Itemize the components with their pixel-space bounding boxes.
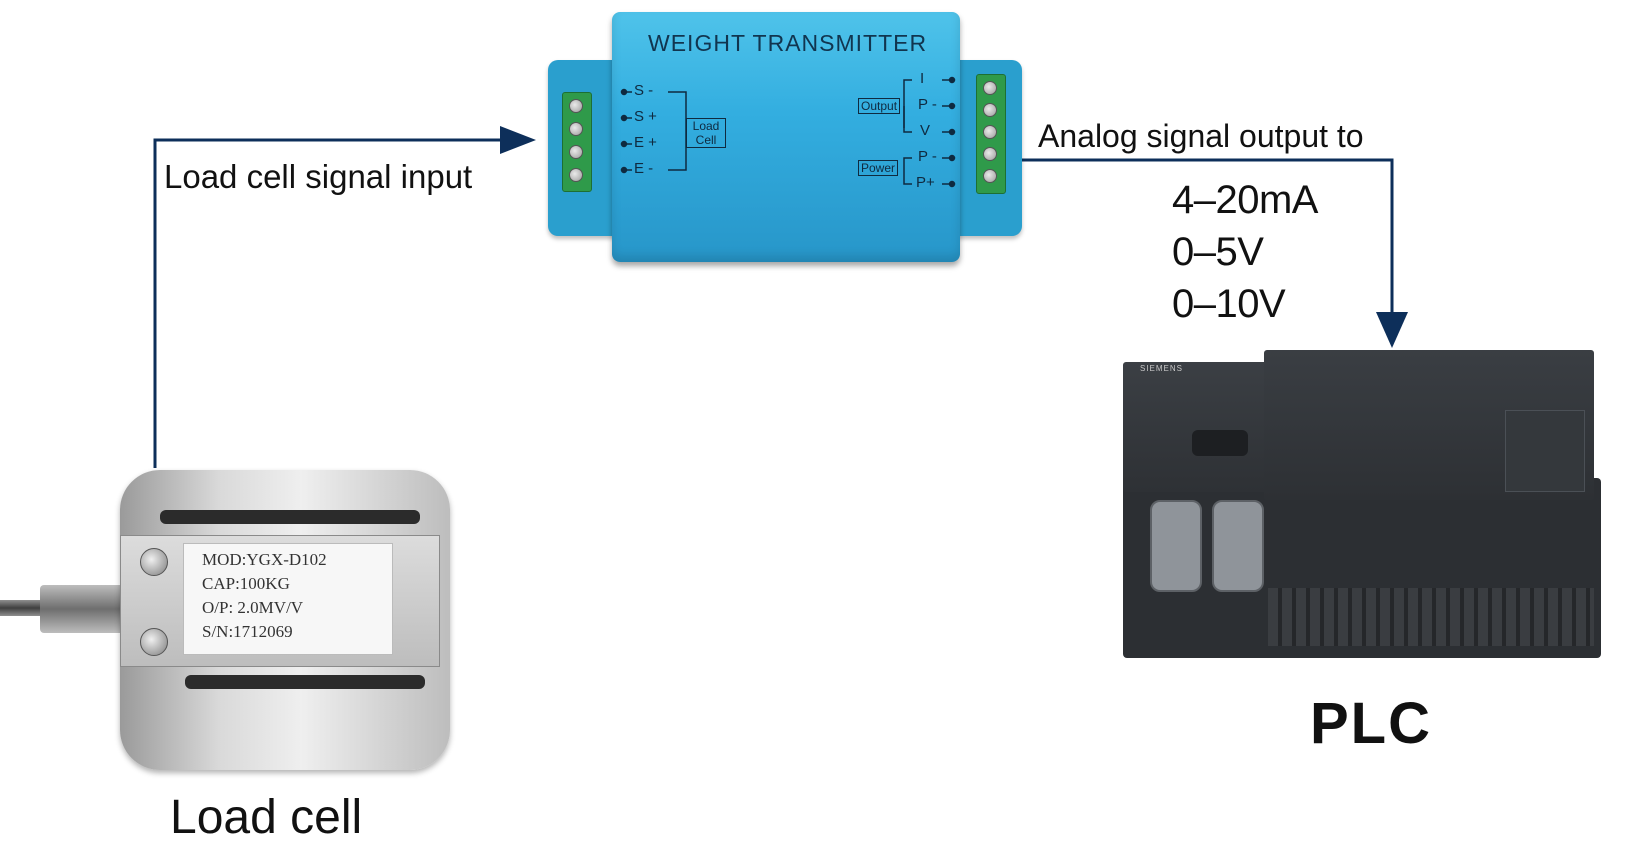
cable-gland [40, 585, 125, 633]
pin-e-plus: E + [634, 134, 657, 151]
plc-cpu-module [1123, 362, 1283, 492]
plc-brand-label: SIEMENS [1140, 364, 1184, 373]
spec-capacity: CAP:100KG [202, 574, 290, 593]
spec-serial: S/N:1712069 [202, 622, 293, 641]
input-pin-leads [620, 88, 687, 174]
load-cell-top-slot [160, 510, 420, 524]
bolt-bottom [140, 628, 168, 656]
output-group-label: Output [858, 98, 901, 114]
load-cell-spec-label: MOD:YGX-D102 CAP:100KG O/P: 2.0MV/V S/N:… [183, 543, 393, 655]
pin-e-minus: E - [634, 160, 654, 177]
pin-p-plus: P+ [916, 174, 935, 191]
output-pin-leads [903, 76, 956, 188]
signal-option-10v: 0–10V [1172, 282, 1286, 326]
pin-p-minus-1: P - [918, 96, 937, 113]
pin-i: I [920, 70, 925, 87]
plc-caption: PLC [1310, 691, 1432, 756]
output-terminal-block [976, 74, 1006, 194]
output-caption: Analog signal output to [1038, 118, 1364, 154]
pin-s-plus: S + [634, 108, 657, 125]
load-cell-bottom-slot [185, 675, 425, 689]
transmitter-title: WEIGHT TRANSMITTER [648, 30, 928, 56]
input-arrowhead [500, 126, 536, 154]
signal-option-current: 4–20mA [1172, 178, 1318, 222]
input-caption: Load cell signal input [164, 158, 473, 195]
plc-cover-door [1505, 410, 1585, 492]
serial-port-0 [1150, 500, 1202, 592]
output-arrowhead [1376, 312, 1408, 348]
pin-v: V [920, 122, 931, 139]
plc-terminal-grille [1268, 588, 1594, 646]
input-arrow [153, 138, 518, 468]
pin-s-minus: S - [634, 82, 654, 99]
load-cell-group-label: Load Cell [686, 118, 726, 148]
pin-p-minus-2: P - [918, 148, 937, 165]
bolt-top [140, 548, 168, 576]
output-arrow [1022, 158, 1394, 318]
signal-option-5v: 0–5V [1172, 230, 1264, 274]
plc-mode-switch [1192, 430, 1248, 456]
weight-transmitter [612, 12, 960, 262]
power-group-label: Power [858, 160, 899, 176]
spec-model: MOD:YGX-D102 [202, 550, 327, 569]
serial-port-1 [1212, 500, 1264, 592]
input-terminal-block [562, 92, 592, 192]
load-cell-caption: Load cell [170, 791, 363, 844]
spec-output: O/P: 2.0MV/V [202, 598, 304, 617]
